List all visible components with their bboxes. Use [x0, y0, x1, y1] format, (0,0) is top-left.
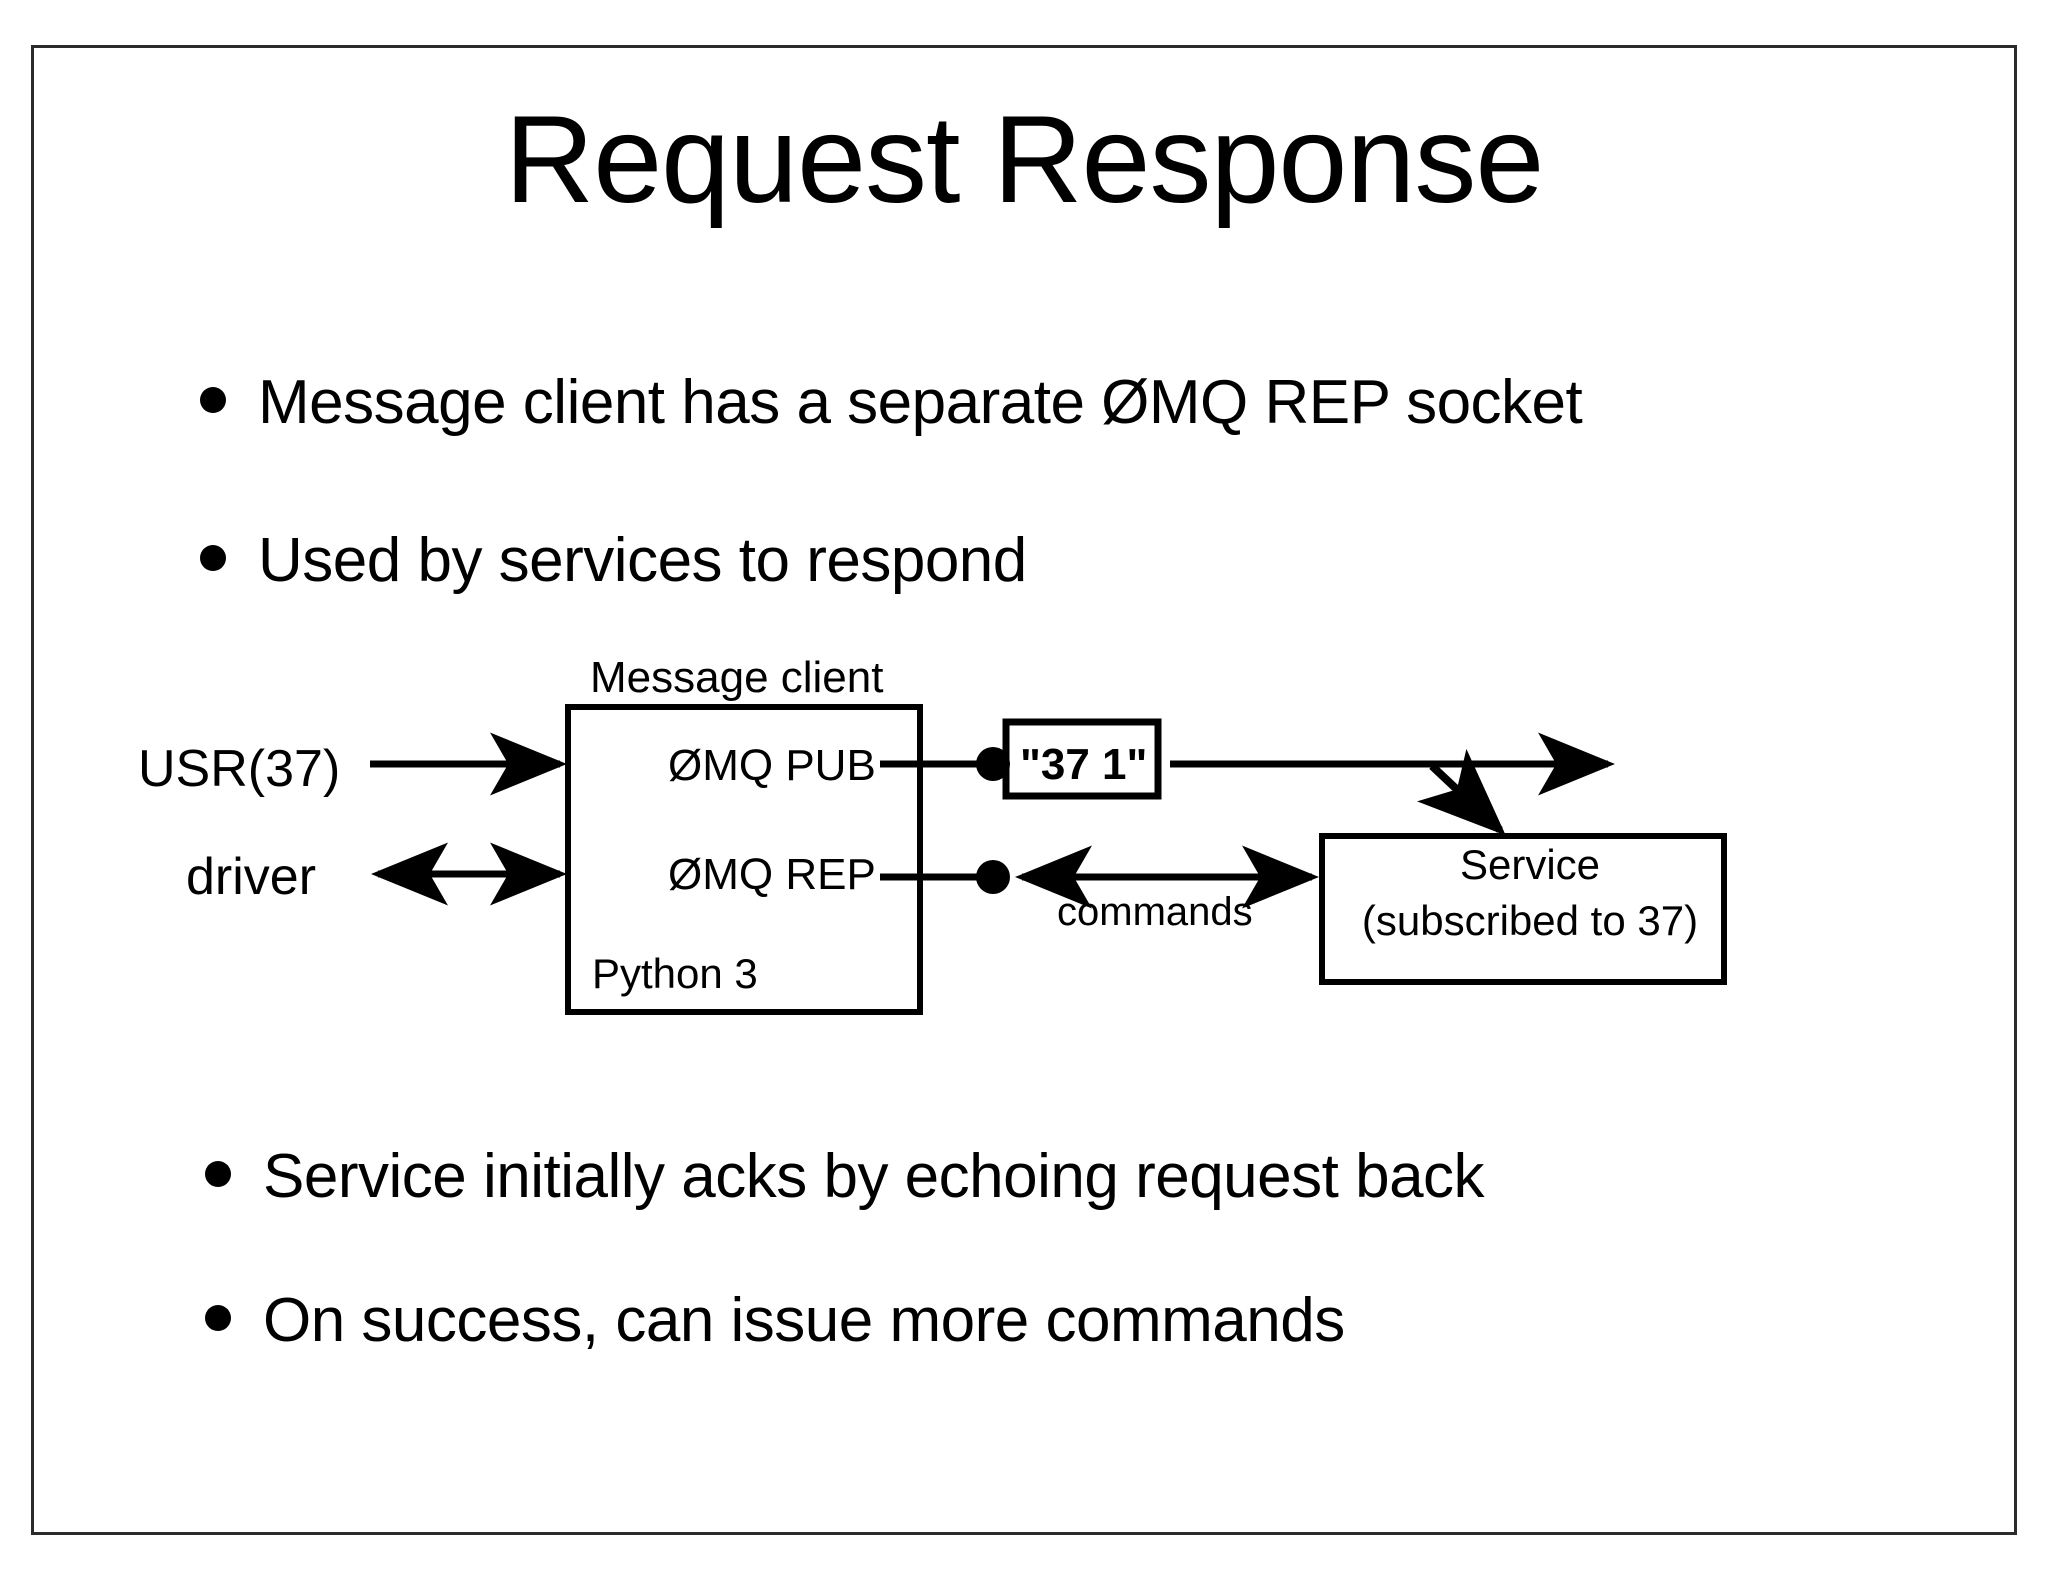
bullet-item-2: Service initially acks by echoing reques…	[205, 1142, 1485, 1211]
page-title: Request Response	[504, 91, 1545, 229]
bullet-text-0: Message client has a separate ØMQ REP so…	[258, 368, 1583, 437]
bullet-item-1: Used by services to respond	[200, 530, 1027, 592]
bullet-text-2: Service initially acks by echoing reques…	[263, 1142, 1485, 1211]
bullet-item-0: Message client has a separate ØMQ REP so…	[200, 368, 1583, 437]
bullet-text-1: Used by services to respond	[258, 526, 1027, 595]
bullet-item-3: On success, can issue more commands	[205, 1290, 1345, 1352]
bullet-text-3: On success, can issue more commands	[263, 1286, 1345, 1355]
bullet-dot-icon	[205, 1161, 231, 1187]
bullet-dot-icon	[200, 387, 226, 413]
bullet-dot-icon	[205, 1305, 231, 1331]
bullet-dot-icon	[200, 545, 226, 571]
